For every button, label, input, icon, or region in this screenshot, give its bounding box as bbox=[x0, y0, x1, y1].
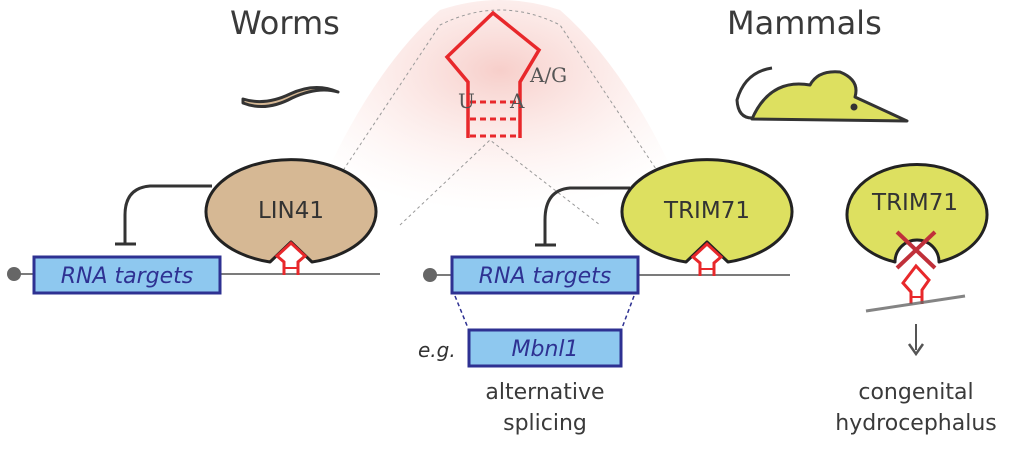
cap-icon bbox=[7, 267, 21, 281]
hairpin-structure: U A A/G bbox=[444, 10, 567, 138]
eg-label: e.g. bbox=[418, 338, 456, 362]
lin41-protein bbox=[204, 158, 378, 264]
mbnl1-label: Mbnl1 bbox=[512, 337, 579, 362]
outcome-line1: alternative bbox=[485, 380, 604, 405]
zoom-line-inner bbox=[399, 139, 601, 226]
base-ag: A/G bbox=[529, 63, 567, 87]
zoom-line-left bbox=[299, 9, 701, 236]
cross-icon bbox=[895, 230, 937, 270]
rna-target-box bbox=[450, 255, 640, 295]
worm-icon bbox=[241, 86, 340, 109]
small-hairpin bbox=[690, 241, 724, 276]
title-mammals: Mammals bbox=[727, 4, 882, 42]
mammal-panel: RNA targets Mbnl1 e.g. alternative splic… bbox=[418, 158, 794, 436]
trim71-label: TRIM71 bbox=[663, 198, 750, 224]
worm-panel: RNA targets LIN41 bbox=[7, 158, 380, 295]
mouse-icon bbox=[735, 66, 909, 123]
released-hairpin bbox=[901, 263, 931, 304]
rna-target-box bbox=[32, 255, 222, 295]
trim71-mutant-label: TRIM71 bbox=[871, 190, 958, 216]
outcome-line2: splicing bbox=[503, 411, 587, 436]
base-a: A bbox=[509, 89, 525, 113]
small-hairpin bbox=[274, 240, 308, 275]
rna-strand bbox=[865, 294, 966, 313]
rna-target-label: RNA targets bbox=[61, 264, 194, 289]
rna-target-label: RNA targets bbox=[479, 264, 612, 289]
outcome-line1: congenital bbox=[858, 380, 973, 405]
cap-icon bbox=[423, 268, 437, 282]
trim71-protein bbox=[620, 158, 794, 264]
trim71-mutant-protein bbox=[845, 163, 989, 264]
mbnl1-box bbox=[467, 328, 623, 368]
arrow-down-icon bbox=[907, 343, 925, 357]
outcome-line2: hydrocephalus bbox=[835, 411, 997, 436]
title-worms: Worms bbox=[230, 4, 340, 42]
base-u: U bbox=[458, 89, 475, 113]
mutant-panel: TRIM71 congenital hydrocephalus bbox=[835, 163, 997, 436]
lin41-label: LIN41 bbox=[258, 198, 324, 224]
